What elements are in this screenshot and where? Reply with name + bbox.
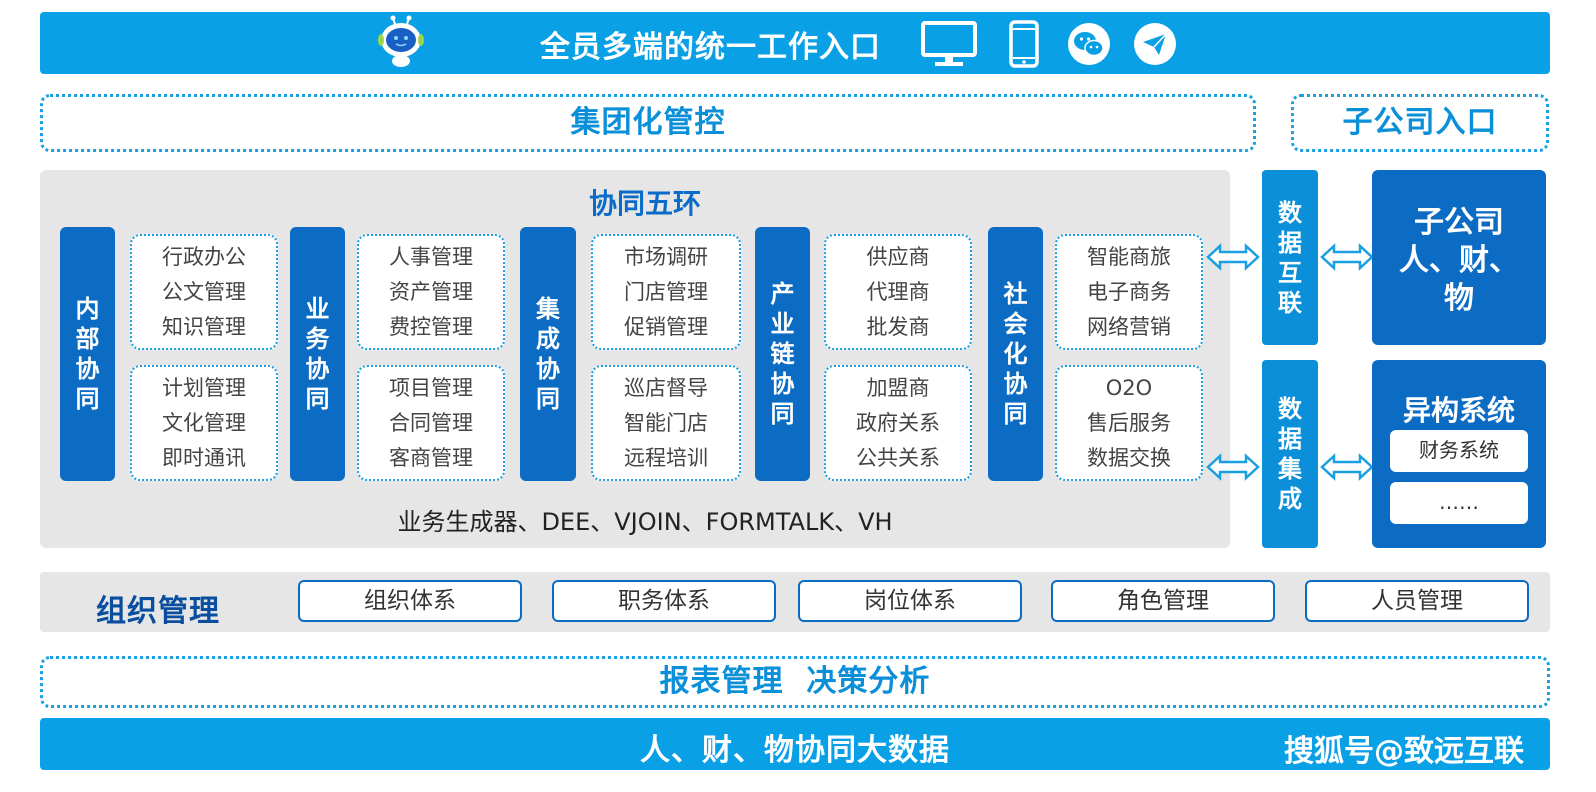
- item: 计划管理: [162, 376, 246, 401]
- category-label: 产业链协同: [770, 280, 795, 428]
- org-item: 组织体系: [298, 580, 522, 622]
- report-title: 报表管理 决策分析: [659, 664, 931, 699]
- finance-system-pill: 财务系统: [1390, 430, 1528, 472]
- org-item: 岗位体系: [798, 580, 1022, 622]
- item: 公共关系: [856, 445, 940, 470]
- item: 费控管理: [389, 314, 473, 339]
- category-label: 集成协同: [536, 295, 560, 413]
- wechat-icon: [1068, 23, 1110, 65]
- item-box-business-upper: 人事管理 资产管理 费控管理: [357, 234, 505, 350]
- item: 人事管理: [389, 245, 473, 270]
- bottom-title: 人、财、物协同大数据: [640, 733, 950, 768]
- item-box-internal-lower: 计划管理 文化管理 即时通讯: [130, 365, 278, 481]
- group-control-title: 集团化管控: [570, 105, 726, 140]
- item: 智能门店: [624, 410, 708, 435]
- hetero-systems-title: 异构系统: [1402, 394, 1515, 427]
- item: 代理商: [866, 279, 930, 304]
- item-box-industry-upper: 供应商 代理商 批发商: [824, 234, 972, 350]
- category-integration-collab: 集成协同: [520, 227, 576, 481]
- collab-panel-title: 协同五环: [588, 187, 701, 220]
- item: 电子商务: [1087, 279, 1171, 304]
- paper-plane-icon: [1134, 23, 1176, 65]
- subsidiary-line2: 人、财、: [1399, 243, 1519, 278]
- phone-icon: [1009, 20, 1039, 68]
- data-integration-label: 数据集成: [1278, 395, 1302, 513]
- data-interconnect-bar: 数据互联: [1262, 170, 1318, 345]
- item: 加盟商: [866, 376, 930, 401]
- item: 网络营销: [1087, 314, 1171, 339]
- item: 批发商: [866, 314, 930, 339]
- item: 文化管理: [162, 410, 246, 435]
- category-business-collab: 业务协同: [290, 227, 345, 481]
- category-label: 内部协同: [75, 295, 100, 413]
- monitor-icon: [921, 21, 977, 66]
- item: 即时通讯: [162, 445, 246, 470]
- item: O2O: [1105, 376, 1153, 401]
- item: 公文管理: [162, 279, 246, 304]
- collab-footer-text: 业务生成器、DEE、VJOIN、FORMTALK、VH: [397, 508, 893, 536]
- item: 巡店督导: [624, 376, 708, 401]
- item: 供应商: [866, 245, 930, 270]
- item-box-integration-lower: 巡店督导 智能门店 远程培训: [591, 365, 741, 481]
- category-label: 社会化协同: [1003, 280, 1028, 428]
- item: 市场调研: [624, 245, 708, 270]
- more-systems-pill: ……: [1390, 482, 1528, 524]
- category-industry-chain-collab: 产业链协同: [755, 227, 810, 481]
- top-banner: [40, 12, 1550, 74]
- double-arrow-icon: [1320, 243, 1374, 271]
- item: 项目管理: [389, 376, 473, 401]
- item: 知识管理: [162, 314, 246, 339]
- subsidiary-line1: 子公司: [1414, 205, 1504, 240]
- group-control-box: 集团化管控: [40, 94, 1256, 152]
- watermark-text: 搜狐号@致远互联: [1284, 734, 1524, 769]
- item-box-industry-lower: 加盟商 政府关系 公共关系: [824, 365, 972, 481]
- item-box-social-upper: 智能商旅 电子商务 网络营销: [1055, 234, 1203, 350]
- collab-panel: [40, 170, 1230, 548]
- org-management-title: 组织管理: [96, 594, 220, 629]
- category-social-collab: 社会化协同: [988, 227, 1043, 481]
- subsidiary-entry-box: 子公司入口: [1291, 94, 1549, 152]
- subsidiary-entry-title: 子公司入口: [1342, 105, 1498, 140]
- data-integration-bar: 数据集成: [1262, 360, 1318, 548]
- double-arrow-icon: [1206, 453, 1260, 481]
- item: 售后服务: [1087, 410, 1171, 435]
- subsidiary-box: 子公司 人、财、 物: [1372, 170, 1546, 345]
- subsidiary-line3: 物: [1444, 281, 1474, 316]
- category-internal-collab: 内部协同: [60, 227, 115, 481]
- item-box-social-lower: O2O 售后服务 数据交换: [1055, 365, 1203, 481]
- item-box-internal-upper: 行政办公 公文管理 知识管理: [130, 234, 278, 350]
- item: 促销管理: [624, 314, 708, 339]
- item: 行政办公: [162, 245, 246, 270]
- bottom-banner: [40, 718, 1550, 770]
- top-title: 全员多端的统一工作入口: [540, 30, 881, 65]
- report-box: 报表管理 决策分析: [40, 656, 1550, 708]
- item-box-business-lower: 项目管理 合同管理 客商管理: [357, 365, 505, 481]
- robot-mascot-icon: [378, 15, 424, 67]
- data-interconnect-label: 数据互联: [1278, 198, 1302, 317]
- item: 合同管理: [389, 410, 473, 435]
- item: 智能商旅: [1087, 245, 1171, 270]
- double-arrow-icon: [1320, 453, 1374, 481]
- item: 远程培训: [624, 445, 708, 470]
- org-management-row: [40, 572, 1550, 632]
- item: 政府关系: [856, 410, 940, 435]
- org-item: 人员管理: [1305, 580, 1529, 622]
- item: 门店管理: [624, 279, 708, 304]
- org-item: 角色管理: [1051, 580, 1275, 622]
- item: 数据交换: [1087, 445, 1171, 470]
- org-item: 职务体系: [552, 580, 776, 622]
- item-box-integration-upper: 市场调研 门店管理 促销管理: [591, 234, 741, 350]
- category-label: 业务协同: [305, 295, 330, 413]
- double-arrow-icon: [1206, 243, 1260, 271]
- item: 客商管理: [389, 445, 473, 470]
- item: 资产管理: [389, 279, 473, 304]
